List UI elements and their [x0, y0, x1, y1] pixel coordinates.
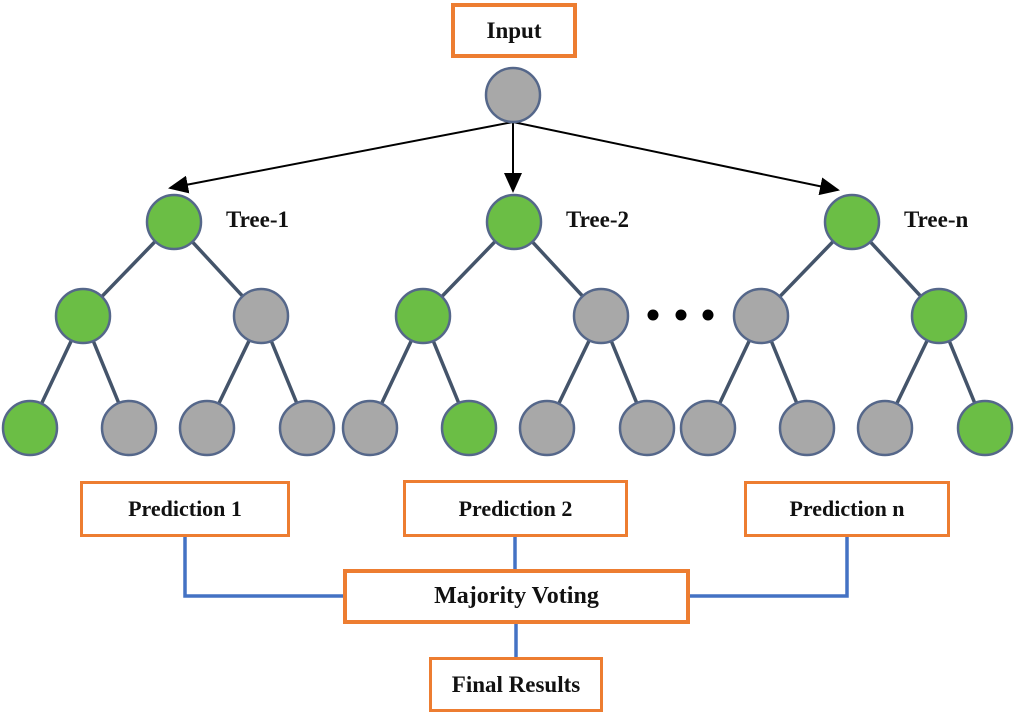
prediction-n-box: Prediction n [744, 481, 950, 537]
tree-leaf-node [778, 399, 836, 457]
tree-leaf-node [518, 399, 576, 457]
tree-leaf-node [679, 399, 737, 457]
tree-leaf-node [856, 399, 914, 457]
prediction-n-label: Prediction n [789, 496, 905, 521]
tree-leaf-node [341, 399, 399, 457]
prediction-1-label: Prediction 1 [128, 496, 242, 521]
tree-leaf-node [1, 399, 59, 457]
tree-internal-node [394, 287, 452, 345]
majority-voting-box: Majority Voting [343, 569, 690, 624]
tree-leaf-node [178, 399, 236, 457]
tree-leaf-node [440, 399, 498, 457]
tree-internal-node [732, 287, 790, 345]
ellipsis-dot [702, 309, 714, 321]
final-results-label: Final Results [451, 671, 581, 697]
tree-internal-node [572, 287, 630, 345]
final-results-box: Final Results [429, 657, 603, 712]
prediction-1-box: Prediction 1 [80, 481, 290, 537]
flow-connector-line [690, 537, 849, 598]
tree-leaf-node [618, 399, 676, 457]
input-split-arrow [512, 121, 840, 196]
input-split-arrow [168, 121, 514, 194]
tree-label: Tree-2 [566, 207, 630, 232]
ellipsis-dot [675, 309, 687, 321]
majority-voting-label: Majority Voting [434, 583, 599, 609]
tree-root-node [485, 193, 543, 251]
input-box-label: Input [486, 17, 542, 43]
tree-internal-node [232, 287, 290, 345]
input-root-node [484, 66, 542, 124]
prediction-2-label: Prediction 2 [458, 495, 573, 521]
tree-leaf-node [956, 399, 1014, 457]
tree-label: Tree-1 [226, 207, 290, 232]
tree-leaf-node [100, 399, 158, 457]
tree-internal-node [910, 287, 968, 345]
ellipsis-dot [647, 309, 659, 321]
flow-connector-line [183, 537, 343, 598]
tree-internal-node [54, 287, 112, 345]
input-box: Input [451, 3, 577, 58]
tree-root-node [823, 193, 881, 251]
tree-label: Tree-n [904, 207, 969, 232]
prediction-2-box: Prediction 2 [403, 480, 628, 537]
tree-root-node [145, 193, 203, 251]
tree-leaf-node [278, 399, 336, 457]
